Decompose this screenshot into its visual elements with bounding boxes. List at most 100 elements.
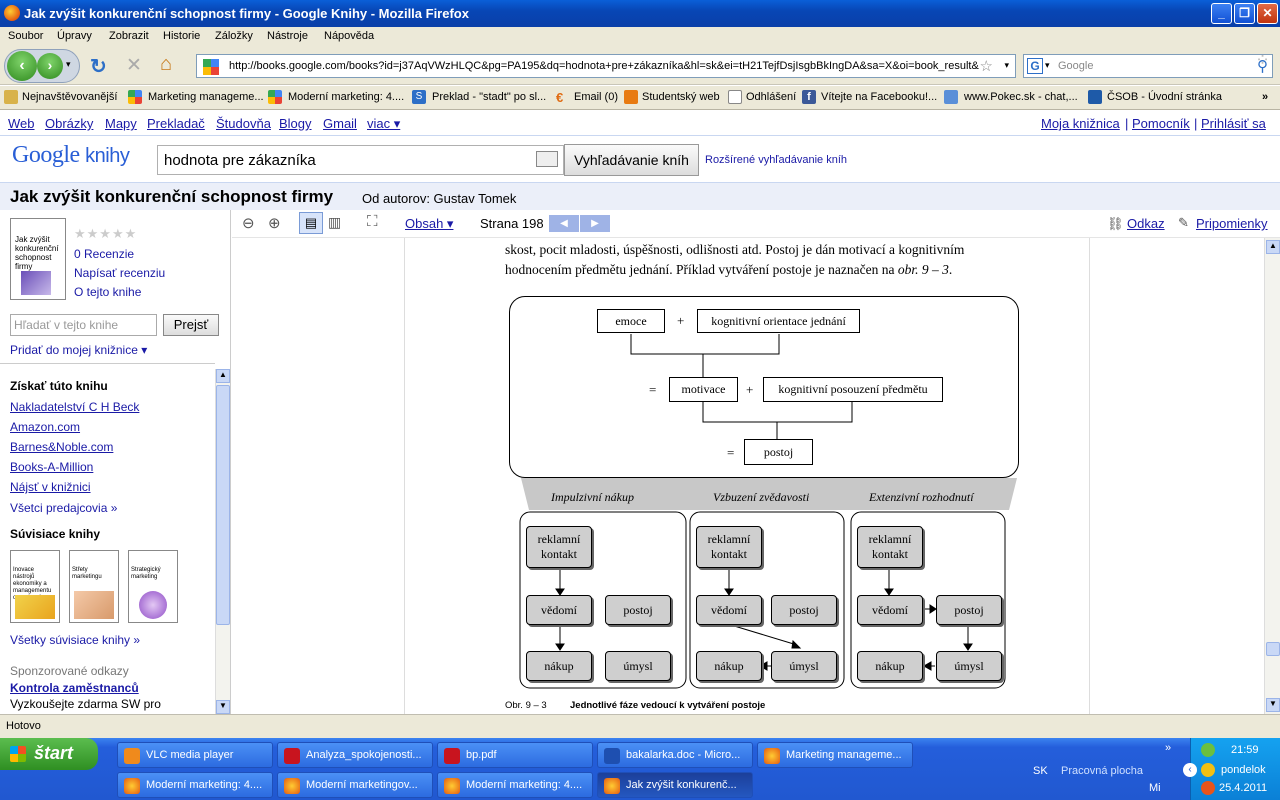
scroll-up-icon[interactable]: ▲ (1266, 240, 1280, 254)
link-button[interactable]: Odkaz (1127, 216, 1165, 231)
google-books-logo[interactable]: Google knihy (12, 142, 130, 169)
history-dropdown-icon[interactable]: ▾ (66, 59, 71, 69)
viewer-scrollbar[interactable]: ▲ ▼ (1264, 238, 1280, 714)
link-web[interactable]: Web (8, 116, 35, 131)
taskbar-item[interactable]: VLC media player (117, 742, 273, 768)
link-translate[interactable]: Prekladač (147, 116, 205, 131)
scroll-thumb[interactable] (216, 385, 230, 625)
feedback-button[interactable]: Pripomienky (1196, 216, 1268, 231)
all-related-link[interactable]: Všetky súvisiace knihy » (10, 633, 141, 647)
single-page-view-icon[interactable]: ▤ (299, 212, 323, 234)
taskbar-item[interactable]: Analyza_spokojenosti... (277, 742, 433, 768)
seller-link[interactable]: Nájsť v knižnici (10, 480, 91, 494)
link-blogs[interactable]: Blogy (279, 116, 312, 131)
search-engine-icon[interactable]: G (1027, 58, 1043, 74)
messenger-icon[interactable] (1201, 763, 1215, 777)
about-book-link[interactable]: O tejto knihe (74, 285, 142, 299)
contents-dropdown[interactable]: Obsah ▾ (405, 216, 454, 231)
bookmark-item[interactable]: Studentský web (642, 91, 720, 103)
url-bar[interactable]: http://books.google.com/books?id=j37AqVW… (196, 54, 1016, 78)
bookmark-item[interactable]: Marketing manageme... (148, 91, 264, 103)
seller-link[interactable]: Amazon.com (10, 420, 81, 434)
tray-app-icon[interactable] (1201, 781, 1215, 795)
back-icon[interactable]: ‹ (7, 51, 37, 81)
stop-icon[interactable]: ✕ (126, 55, 142, 76)
taskbar-item[interactable]: Moderní marketing: 4.... (437, 772, 593, 798)
prev-page-icon[interactable]: ◀ (549, 215, 579, 232)
link-my-library[interactable]: Moja knižnica (1041, 116, 1120, 131)
seller-link[interactable]: Books-A-Million (10, 460, 94, 474)
scroll-down-icon[interactable]: ▼ (1266, 698, 1280, 712)
in-book-search-input[interactable]: Hľadať v tejto knihe (10, 314, 157, 336)
taskbar-item[interactable]: bp.pdf (437, 742, 593, 768)
seller-link[interactable]: Barnes&Noble.com (10, 440, 114, 454)
desktop-toolbar-label[interactable]: Pracovná plocha (1061, 765, 1143, 777)
menu-help[interactable]: Nápověda (324, 30, 375, 42)
write-review-link[interactable]: Napísať recenziu (74, 266, 166, 280)
url-dropdown-icon[interactable]: ▾ (1004, 60, 1009, 70)
web-search-box[interactable]: G ▾ Google ⚲ (1023, 54, 1273, 78)
bookmark-item[interactable]: Moderní marketing: 4.... (288, 91, 405, 103)
bookmark-item[interactable]: Odhlášení (746, 91, 797, 103)
all-sellers-link[interactable]: Všetci predajcovia » (10, 501, 118, 515)
tray-expand-icon[interactable]: ‹ (1183, 763, 1197, 777)
link-sign-in[interactable]: Prihlásiť sa (1201, 116, 1266, 131)
bookmark-item[interactable]: Nejnavštěvovanější (22, 91, 118, 103)
menu-file[interactable]: Soubor (8, 30, 44, 42)
menu-bookmarks[interactable]: Záložky (215, 30, 253, 42)
menu-history[interactable]: Historie (163, 30, 201, 42)
add-to-library-link[interactable]: Pridať do mojej knižnice ▾ (10, 343, 148, 357)
book-cover[interactable]: Jak zvýšit konkurenční schopnost firmy (10, 218, 66, 300)
link-maps[interactable]: Mapy (105, 116, 137, 131)
bookmark-item[interactable]: Email (0) (574, 91, 619, 103)
link-more[interactable]: viac ▾ (367, 116, 401, 131)
taskbar-item[interactable]: Marketing manageme... (757, 742, 913, 768)
reload-icon[interactable]: ↻ (90, 56, 107, 78)
related-book-cover[interactable]: Strategický marketing (128, 550, 178, 623)
maximize-button[interactable]: ❐ (1234, 3, 1255, 24)
tray-app-icon[interactable] (1201, 743, 1215, 757)
scroll-thumb[interactable] (1266, 642, 1280, 656)
in-book-search-button[interactable]: Prejsť (163, 314, 219, 336)
minimize-button[interactable]: _ (1211, 3, 1232, 24)
search-books-button[interactable]: Vyhľadávanie kníh (564, 144, 699, 176)
taskbar-item-active[interactable]: Jak zvýšit konkurenč... (597, 772, 753, 798)
keyboard-icon[interactable] (536, 151, 558, 167)
related-book-cover[interactable]: Inovace nástrojů ekonomiky a managementu… (10, 550, 60, 623)
bookmark-item[interactable]: ČSOB - Úvodní stránka (1107, 91, 1222, 103)
menu-view[interactable]: Zobrazit (109, 30, 149, 42)
two-page-view-icon[interactable]: ▥ (328, 214, 342, 230)
magnifier-icon[interactable]: ⚲ (1257, 58, 1268, 75)
menu-tools[interactable]: Nástroje (267, 30, 308, 42)
ad-title-link[interactable]: Kontrola zaměstnanců (10, 681, 139, 695)
link-images[interactable]: Obrázky (45, 116, 94, 131)
language-indicator[interactable]: SK (1033, 765, 1048, 777)
bookmark-star-icon[interactable]: ☆ (979, 58, 993, 75)
taskbar-item[interactable]: Moderní marketingov... (277, 772, 433, 798)
scroll-up-icon[interactable]: ▲ (216, 369, 230, 383)
zoom-out-icon[interactable]: ⊖ (242, 215, 255, 232)
fullscreen-icon[interactable]: ⛶ (367, 213, 378, 230)
bookmark-item[interactable]: www.Pokec.sk - chat,... (964, 91, 1078, 103)
rating-stars-icon[interactable]: ★★★★★ (74, 226, 138, 241)
related-book-cover[interactable]: Střety marketingu (69, 550, 119, 623)
next-page-icon[interactable]: ▶ (580, 215, 610, 232)
clock-time[interactable]: 21:59 (1231, 744, 1259, 756)
taskbar-overflow-icon[interactable]: » (1165, 742, 1172, 754)
link-help[interactable]: Pomocník (1132, 116, 1190, 131)
reviews-link[interactable]: 0 Recenzie (74, 247, 135, 261)
link-gmail[interactable]: Gmail (323, 116, 357, 131)
link-scholar[interactable]: Študovňa (216, 116, 271, 131)
bookmark-item[interactable]: Preklad - "stadt" po sl... (432, 91, 547, 103)
start-button[interactable]: štart (0, 738, 98, 770)
book-search-input[interactable]: hodnota pre zákazníka (157, 145, 564, 175)
close-button[interactable]: ✕ (1257, 3, 1278, 24)
home-icon[interactable]: ⌂ (160, 53, 173, 75)
scroll-down-icon[interactable]: ▼ (216, 700, 230, 714)
taskbar-item[interactable]: bakalarka.doc - Micro... (597, 742, 753, 768)
taskbar-item[interactable]: Moderní marketing: 4.... (117, 772, 273, 798)
menu-edit[interactable]: Úpravy (57, 30, 92, 42)
forward-icon[interactable]: › (37, 53, 63, 79)
sidebar-scrollbar[interactable]: ▲ ▼ (215, 369, 230, 714)
advanced-search-link[interactable]: Rozšírené vyhľadávanie kníh (705, 154, 848, 166)
